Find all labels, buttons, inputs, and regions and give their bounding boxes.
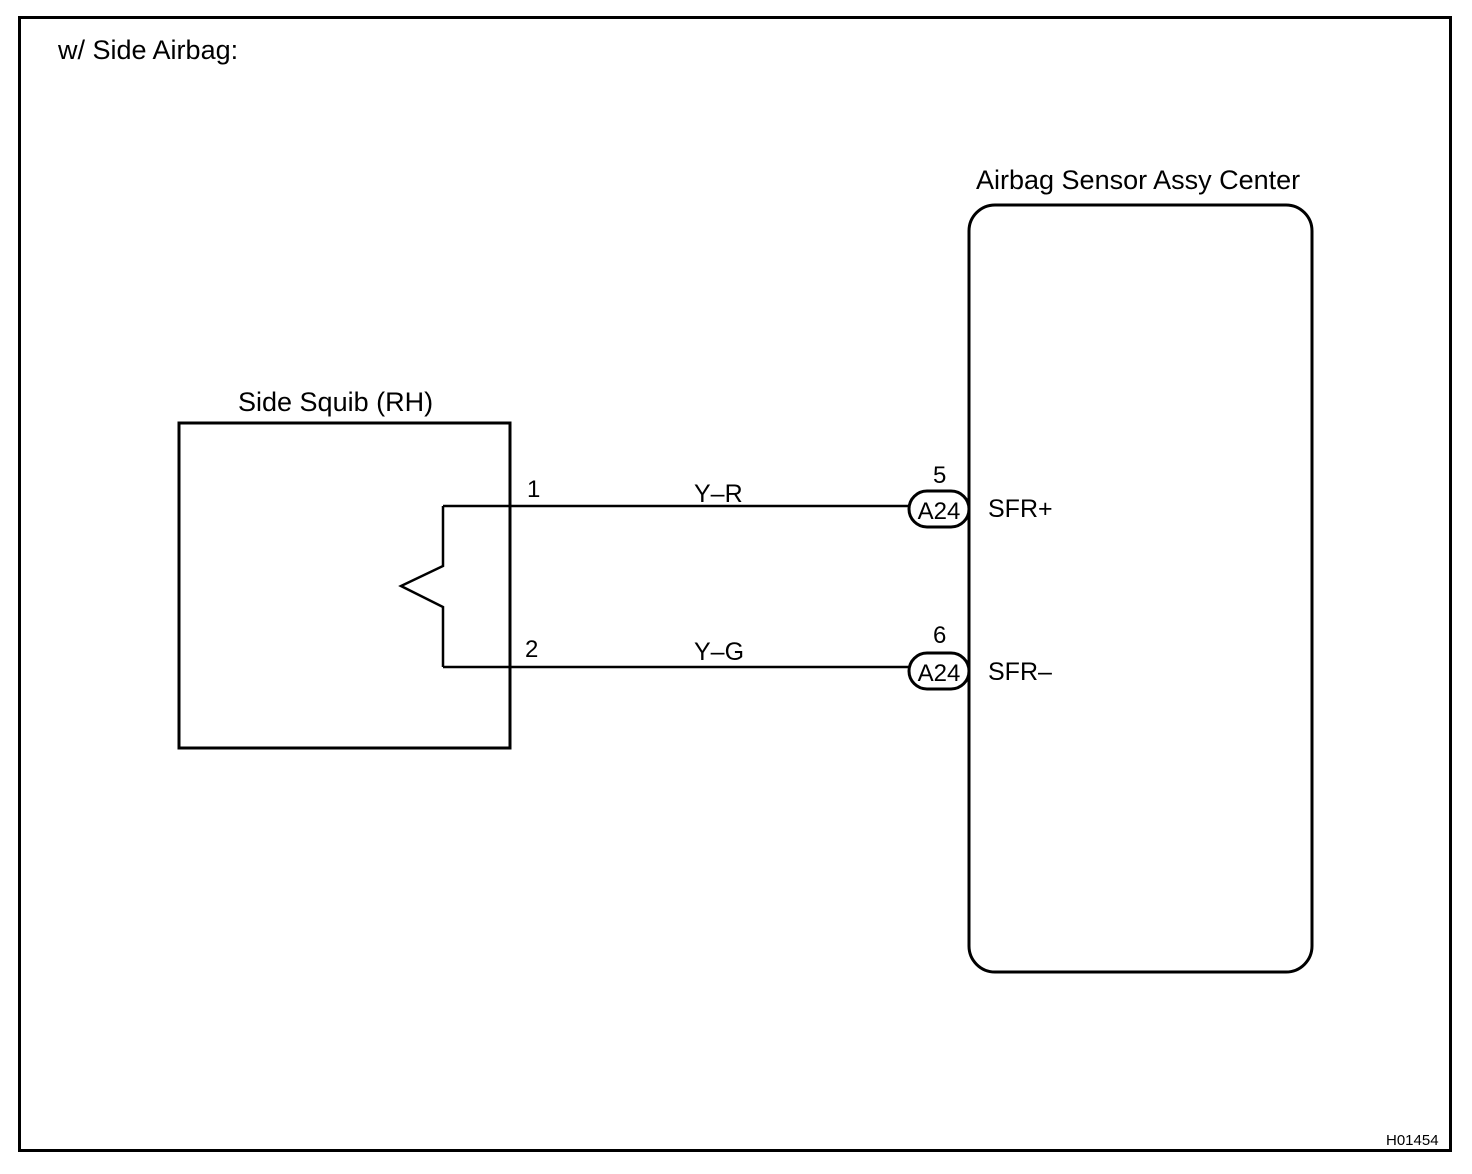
drawing-code: H01454 [1386,1132,1439,1149]
side-squib-box [177,421,512,750]
airbag-sensor-title: Airbag Sensor Assy Center [976,165,1301,195]
side-squib-title: Side Squib (RH) [238,387,434,417]
airbag-sensor-box [967,203,1314,974]
connector-label: A24 [918,498,961,525]
squib-pin-1: 1 [527,476,541,503]
wire-color-label: Y–G [694,638,745,666]
ecu-pin-number: 6 [933,622,947,649]
connector-label: A24 [918,660,961,687]
diagram-heading: w/ Side Airbag: [58,35,239,65]
terminal-sfr-plus: SFR+ [988,495,1053,523]
diagram-frame [18,16,1452,1152]
wire-color-label: Y–R [694,480,743,508]
connector-a24-pin5 [907,489,971,529]
squib-element-symbol [398,506,445,667]
squib-pin-2: 2 [525,636,539,663]
connector-a24-pin6 [907,651,971,691]
terminal-sfr-minus: SFR– [988,658,1052,686]
ecu-pin-number: 5 [933,462,947,489]
